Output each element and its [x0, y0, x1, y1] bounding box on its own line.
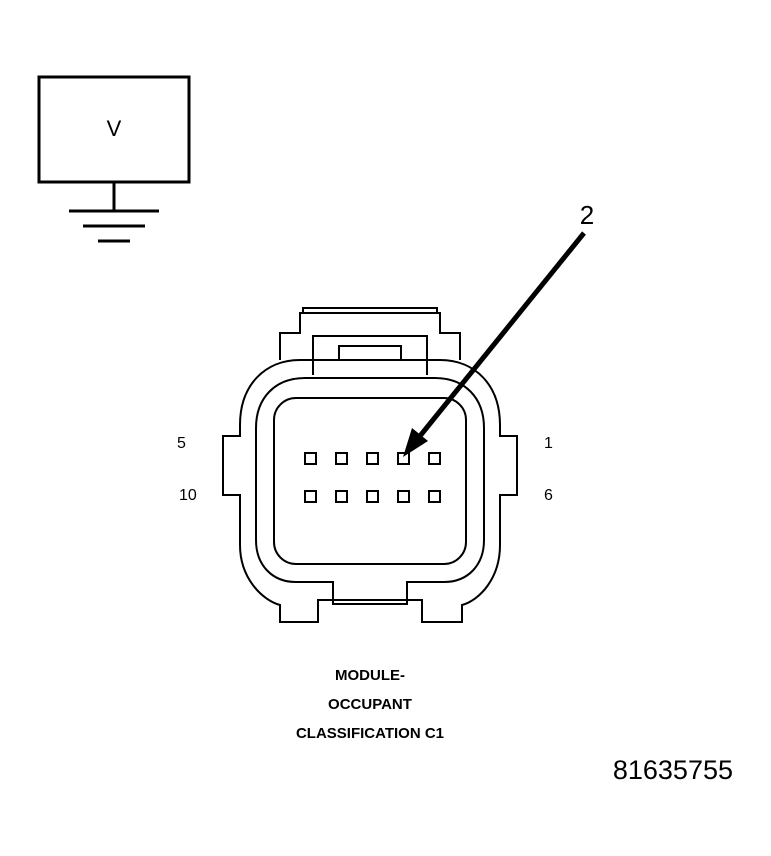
caption-line-1: MODULE-: [335, 667, 405, 684]
pin-cavity-4: [335, 452, 348, 465]
pin-cavities: [304, 452, 441, 503]
voltmeter-symbol: V: [107, 116, 122, 141]
caption-line-3: CLASSIFICATION C1: [296, 725, 444, 742]
pin-cavity-3: [366, 452, 379, 465]
pin-label-top-right: 1: [544, 435, 553, 452]
pin-cavity-6: [428, 490, 441, 503]
arrowhead-icon: [403, 428, 428, 457]
pin-cavity-9: [335, 490, 348, 503]
figure-id: 81635755: [613, 755, 733, 785]
voltmeter: V: [37, 75, 191, 243]
connector-housing: [222, 307, 518, 623]
pin-label-bottom-left: 10: [179, 487, 197, 504]
caption-line-2: OCCUPANT: [328, 696, 412, 713]
pin-cavity-10: [304, 490, 317, 503]
pin-cavity-2: [397, 452, 410, 465]
pin-cavity-8: [366, 490, 379, 503]
callout-label: 2: [580, 200, 594, 230]
ground-icon: [69, 209, 159, 243]
pin-cavity-5: [304, 452, 317, 465]
pin-label-top-left: 5: [177, 435, 186, 452]
callout-arrow: [403, 231, 586, 457]
pin-cavity-7: [397, 490, 410, 503]
pin-label-bottom-right: 6: [544, 487, 553, 504]
pin-cavity-1: [428, 452, 441, 465]
